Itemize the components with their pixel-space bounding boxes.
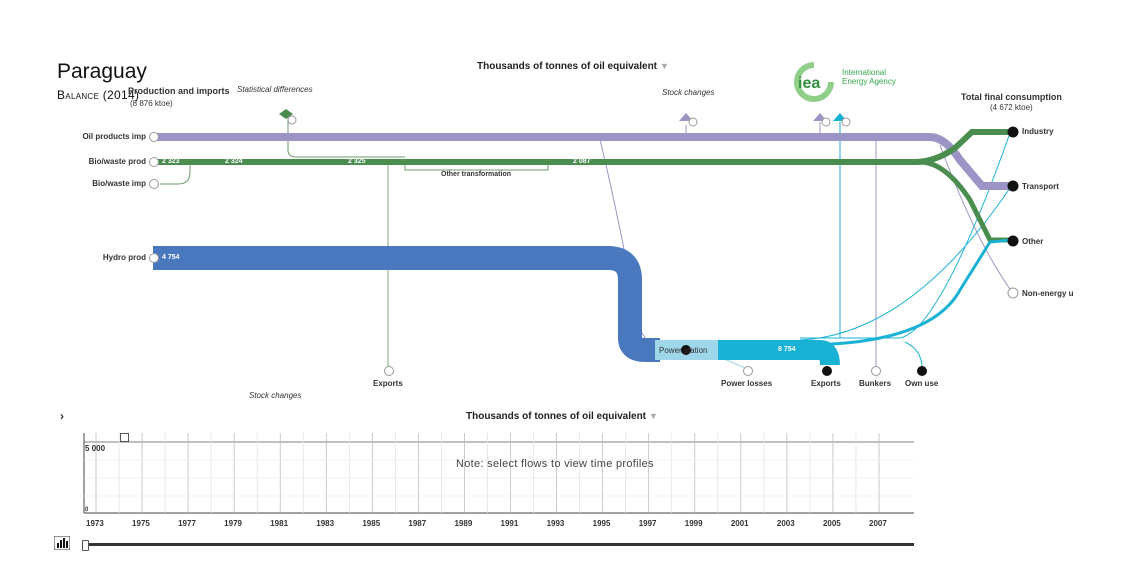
node-stat-diff[interactable]: [287, 115, 297, 125]
flow-bio-import[interactable]: [160, 163, 191, 185]
stock-change-arrow-icon[interactable]: [679, 113, 693, 121]
node-bunkers[interactable]: [871, 366, 881, 376]
source-label-oil-imp[interactable]: Oil products imp: [82, 132, 146, 141]
timeline-year-label: 2005: [822, 519, 841, 528]
node-power-station[interactable]: [681, 345, 691, 355]
sink-label-transport[interactable]: Transport: [1022, 182, 1059, 191]
timeline-y-min-label: 0: [85, 507, 89, 513]
timeline-year-label: 2001: [730, 519, 749, 528]
node-power-losses[interactable]: [743, 366, 753, 376]
left-header-total: (8 876 ktoe): [130, 99, 173, 108]
timeline-year-label: 1995: [592, 519, 611, 528]
flow-oil-nonenergy[interactable]: [939, 144, 1013, 293]
label-power-station[interactable]: Power station: [659, 346, 708, 355]
node-elec-export[interactable]: [841, 117, 851, 127]
node-bio-imp[interactable]: [149, 179, 159, 189]
timeline-year-label: 1993: [546, 519, 565, 528]
source-label-bio-imp[interactable]: Bio/waste imp: [92, 179, 146, 188]
timeline-year-label: 2003: [776, 519, 795, 528]
sink-label-industry[interactable]: Industry: [1022, 127, 1054, 136]
sink-label-other[interactable]: Other: [1022, 237, 1044, 246]
timeline-year-label: 1989: [454, 519, 473, 528]
timeline-y-max-label: 5 000: [85, 444, 106, 453]
label-statistical-differences: Statistical differences: [237, 85, 313, 94]
iea-logo-line2: Energy Agency: [842, 77, 896, 86]
sankey-diagram: [149, 109, 1019, 376]
timeline-units-dropdown[interactable]: Thousands of tonnes of oil equivalent▼: [466, 411, 658, 422]
timeline-year-label: 2007: [869, 519, 887, 528]
node-own-use[interactable]: [917, 366, 927, 376]
flow-value-hydro: 4 754: [162, 254, 180, 261]
chevron-down-icon: ▼: [649, 411, 658, 421]
bottom-label-exports-bio[interactable]: Exports: [373, 379, 403, 388]
timeline-year-label: 1983: [316, 519, 335, 528]
timeline-year-label: 1979: [224, 519, 242, 528]
units-dropdown-label: Thousands of tonnes of oil equivalent: [477, 61, 658, 72]
flow-value-bio-3: 2 325: [348, 158, 366, 165]
flow-value-bio-4: 2 087: [573, 158, 591, 165]
bottom-label-bunkers[interactable]: Bunkers: [859, 379, 892, 388]
year-slider-track[interactable]: [82, 543, 914, 546]
flow-value-bio-1: 2 323: [162, 158, 180, 165]
sink-label-non-energy[interactable]: Non-energy u: [1022, 289, 1074, 298]
node-other[interactable]: [1007, 235, 1019, 247]
label-stock-changes-bottom: Stock changes: [249, 391, 302, 400]
timeline-year-label: 1997: [638, 519, 657, 528]
source-label-bio-prod[interactable]: Bio/waste prod: [88, 157, 146, 166]
left-header-title: Production and imports: [128, 86, 230, 96]
flow-elec-exports[interactable]: [716, 340, 840, 366]
flow-hydro[interactable]: [153, 246, 660, 362]
iea-logo-text: iea: [798, 75, 820, 92]
node-bio-prod[interactable]: [149, 157, 159, 167]
node-stock-top[interactable]: [688, 117, 698, 127]
timeline-year-label: 1987: [408, 519, 427, 528]
timeline-note: Note: select flows to view time profiles: [456, 458, 654, 470]
source-label-hydro[interactable]: Hydro prod: [102, 253, 146, 262]
node-oil-export[interactable]: [821, 117, 831, 127]
flow-value-bio-2: 2 324: [225, 158, 243, 165]
page-title: Paraguay: [57, 60, 147, 83]
flow-elec-industry[interactable]: [800, 132, 1011, 339]
chevron-down-icon: ▼: [660, 61, 669, 71]
flow-value-elec: 8 754: [778, 346, 796, 353]
flow-elec-ownuse[interactable]: [904, 341, 923, 369]
iea-logo: iea International Energy Agency: [788, 62, 908, 102]
node-transport[interactable]: [1007, 180, 1019, 192]
expand-chevron-icon[interactable]: ›: [60, 409, 64, 423]
timeline-handle[interactable]: [120, 433, 129, 442]
flow-bio-other[interactable]: [153, 159, 1012, 243]
bottom-label-power-losses[interactable]: Power losses: [721, 379, 773, 388]
flow-oil-products[interactable]: [153, 133, 1012, 190]
flow-elec-other[interactable]: [799, 238, 1013, 347]
iea-logo-mark: iea: [794, 62, 834, 102]
timeline-year-label: 1977: [178, 519, 196, 528]
iea-logo-line1: International: [842, 68, 887, 77]
page-subtitle: Balance (2014): [57, 88, 140, 102]
node-exports-elec[interactable]: [822, 366, 832, 376]
bottom-label-exports-elec[interactable]: Exports: [811, 379, 841, 388]
label-other-transformation[interactable]: Other transformation: [441, 171, 512, 178]
timeline-year-label: 1991: [500, 519, 519, 528]
right-header-total: (4 672 ktoe): [990, 103, 1033, 112]
label-stock-changes-top: Stock changes: [662, 88, 715, 97]
timeline-year-label: 1999: [684, 519, 703, 528]
node-oil-imp[interactable]: [149, 132, 159, 142]
right-header-title: Total final consumption: [961, 92, 1062, 102]
timeline-year-label: 1973: [86, 519, 104, 528]
units-dropdown[interactable]: Thousands of tonnes of oil equivalent▼: [477, 61, 669, 72]
timeline-units-label: Thousands of tonnes of oil equivalent: [466, 411, 647, 422]
timeline-year-label: 1981: [270, 519, 289, 528]
node-exports-bio[interactable]: [384, 366, 394, 376]
bar-chart-icon[interactable]: [53, 535, 71, 551]
flow-stat-diff[interactable]: [287, 118, 405, 158]
node-hydro-prod[interactable]: [149, 253, 159, 263]
bottom-label-own-use[interactable]: Own use: [905, 379, 939, 388]
timeline-year-label: 1985: [362, 519, 381, 528]
year-slider-handle[interactable]: [82, 540, 89, 551]
node-non-energy[interactable]: [1007, 287, 1019, 299]
node-industry[interactable]: [1007, 126, 1019, 138]
timeline-year-label: 1975: [132, 519, 150, 528]
